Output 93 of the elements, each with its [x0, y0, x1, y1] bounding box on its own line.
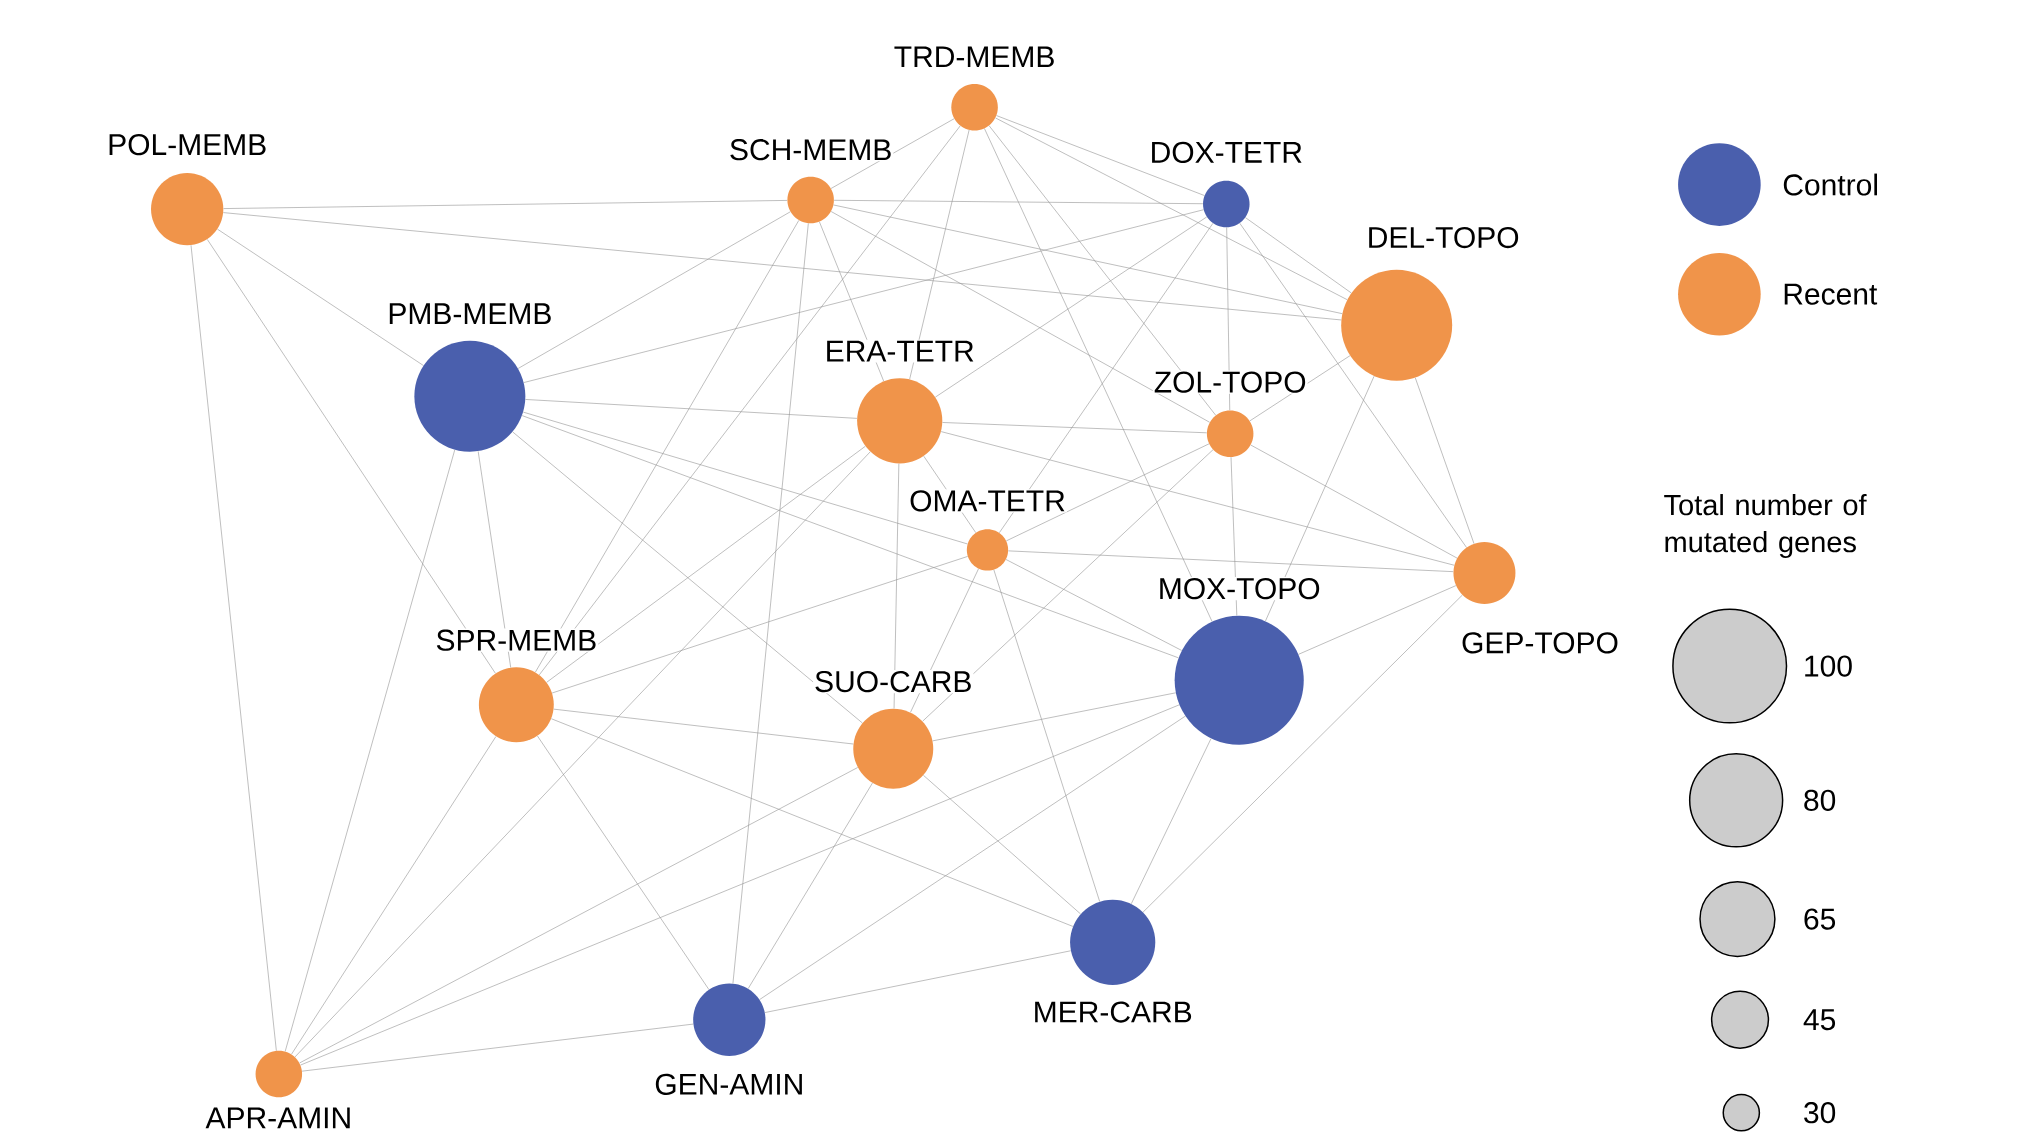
network-edge [1226, 226, 1231, 411]
network-edge [999, 222, 1214, 533]
network-edge [1006, 443, 1210, 541]
network-edge [1005, 559, 1182, 651]
network-edge [922, 449, 1214, 722]
network-edge [546, 445, 866, 683]
node-label: GEN-AMIN [655, 1073, 802, 1095]
node-label: SPR-MEMB [436, 629, 596, 651]
network-node [1152, 370, 1308, 457]
network-edge [923, 774, 1081, 915]
network-edge [1414, 377, 1475, 544]
network-node [728, 137, 894, 224]
network-edge [300, 704, 1180, 1066]
network-edge [988, 125, 1216, 416]
network-edge [984, 127, 1213, 622]
network-edge [732, 222, 809, 984]
node-label: SUO-CARB [815, 670, 971, 692]
network-edge [1131, 738, 1212, 904]
node-label: PMB-MEMB [389, 303, 551, 324]
node-label: TRD-MEMB [894, 46, 1054, 67]
node-label: POL-MEMB [109, 133, 266, 155]
network-edge [223, 199, 788, 209]
node-label: APR-AMIN [205, 1107, 350, 1128]
network-edge [1245, 217, 1352, 294]
network-edge [190, 244, 277, 1051]
network-edge [291, 736, 497, 1055]
node-label: MER-CARB [1035, 1001, 1192, 1023]
legend-label: Control [1783, 173, 1877, 196]
network-edge [1265, 375, 1375, 622]
network-node [1453, 541, 1620, 655]
network-edge [522, 411, 968, 545]
network-edge [830, 118, 955, 189]
node-label: DEL-TOPO [1369, 226, 1519, 248]
network-edge [294, 451, 871, 1058]
legend-label: 45 [1803, 1009, 1836, 1031]
network-node [813, 669, 974, 789]
legend-label: 30 [1804, 1101, 1836, 1124]
network-edge [551, 555, 968, 694]
network-edge [207, 238, 496, 674]
network-edge [1142, 594, 1463, 913]
network-node [908, 489, 1067, 571]
network-edge [942, 422, 1208, 433]
network-edge [512, 431, 863, 724]
node-label: MOX-TOPO [1160, 577, 1320, 600]
network-node [106, 132, 269, 246]
node-label: OMA-TETR [910, 490, 1065, 512]
network-edge [1008, 550, 1454, 572]
network-edge [537, 735, 710, 990]
network-edge [301, 1023, 694, 1072]
network-edge [833, 199, 1204, 204]
legend-label: Recent [1784, 283, 1878, 305]
network-edge [996, 115, 1205, 196]
node-label: ERA-TETR [827, 340, 974, 362]
network-edge [993, 569, 1100, 902]
node-label: SCH-MEMB [730, 138, 891, 161]
network-edge [223, 212, 1342, 321]
node-label: ZOL-TOPO [1154, 371, 1306, 393]
network-edge [523, 209, 1204, 383]
network-edge [940, 431, 1455, 566]
network-edge [284, 449, 456, 1052]
network-node [386, 302, 554, 452]
network-edge [764, 950, 1072, 1013]
network-edge [909, 129, 970, 380]
network-edge [551, 718, 1074, 927]
network-edge [299, 767, 859, 1064]
legend-label: 100 [1805, 655, 1852, 677]
network-edge [995, 117, 1348, 300]
network-edge [1239, 222, 1467, 548]
legend-heading: Total number of mutated genes [1664, 493, 1867, 558]
network-node [434, 628, 599, 743]
network-edge [1298, 585, 1457, 655]
network-edge [477, 450, 512, 668]
network-edge [759, 715, 1186, 1000]
network-node [1341, 225, 1521, 381]
legend-label: 80 [1804, 789, 1836, 811]
network-edge [893, 463, 900, 709]
network-node [892, 45, 1057, 131]
node-label: GEP-TOPO [1462, 632, 1618, 654]
network-edge [535, 219, 800, 673]
network-edge [217, 228, 424, 366]
network-edge [553, 708, 854, 745]
network-edge [830, 211, 1210, 423]
network-edge [517, 211, 791, 369]
network-edge [525, 398, 858, 419]
network-edge [747, 782, 873, 989]
network-edge [538, 125, 961, 676]
legend-label: 65 [1804, 908, 1836, 930]
network-edge [521, 415, 1179, 658]
node-label: DOX-TETR [1152, 141, 1302, 163]
network-edge [833, 204, 1343, 314]
network-edge [935, 216, 1208, 398]
network-edge [1250, 444, 1458, 559]
network-edge [932, 692, 1176, 741]
